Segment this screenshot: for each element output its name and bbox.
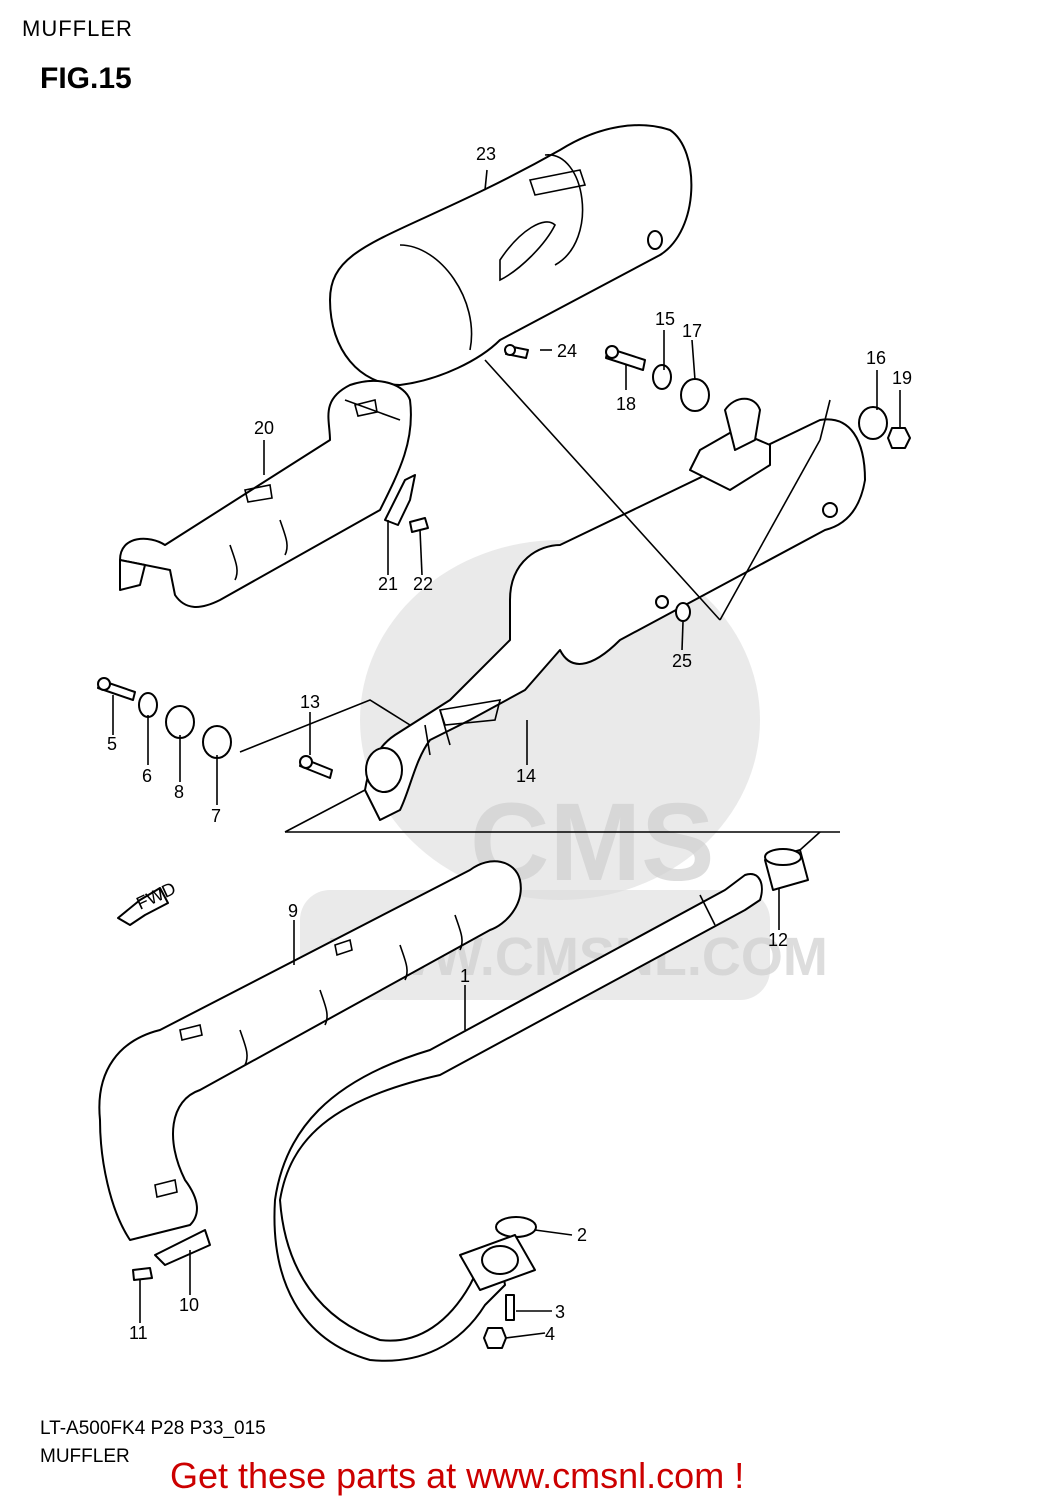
promo-link[interactable]: Get these parts at www.cmsnl.com ! — [170, 1455, 745, 1496]
callout-24: 24 — [557, 341, 577, 361]
callout-11: 11 — [129, 1323, 148, 1343]
callout-20: 20 — [254, 418, 274, 438]
callout-16: 16 — [866, 348, 886, 368]
part-21-bracket[interactable] — [384, 474, 416, 526]
callout-14: 14 — [516, 766, 536, 786]
callout-9: 9 — [288, 901, 298, 921]
part-16-collar[interactable] — [858, 406, 888, 440]
part-23-canister[interactable] — [329, 124, 693, 386]
callout-25: 25 — [672, 651, 692, 671]
part-4-nut[interactable] — [483, 1327, 507, 1349]
figure-label: FIG.15 — [40, 62, 132, 95]
callout-17: 17 — [682, 321, 702, 341]
forward-arrow-icon: FWD — [117, 878, 179, 926]
callout-2: 2 — [577, 1225, 587, 1245]
callout-7: 7 — [211, 806, 221, 826]
callout-10: 10 — [179, 1295, 199, 1315]
callout-13: 13 — [300, 692, 320, 712]
diagram-name: MUFFLER — [40, 1446, 130, 1467]
callout-22: 22 — [413, 574, 433, 594]
callout-19: 19 — [892, 368, 912, 388]
callout-numbers: 23 24 15 17 18 16 19 20 21 22 25 5 6 8 7… — [107, 144, 912, 1344]
callout-21: 21 — [378, 574, 398, 594]
part-13-bolt[interactable] — [299, 755, 333, 779]
part-3-stud[interactable] — [505, 1294, 515, 1321]
callout-1: 1 — [460, 966, 470, 986]
callout-5: 5 — [107, 734, 117, 754]
part-19-nut[interactable] — [887, 427, 911, 449]
part-14-muffler[interactable] — [364, 397, 866, 821]
callout-4: 4 — [545, 1324, 555, 1344]
callout-12: 12 — [768, 930, 788, 950]
part-10-clamp[interactable] — [154, 1229, 211, 1266]
part-6-washer[interactable] — [138, 692, 158, 718]
part-24-bolt[interactable] — [504, 344, 529, 359]
part-8-grommet[interactable] — [165, 705, 195, 739]
section-title: MUFFLER — [22, 16, 133, 41]
part-18-bolt[interactable] — [605, 345, 646, 371]
part-20-heat-shield[interactable] — [119, 380, 412, 608]
part-7-collar[interactable] — [202, 725, 232, 759]
callout-6: 6 — [142, 766, 152, 786]
callout-15: 15 — [655, 309, 675, 329]
callout-23: 23 — [476, 144, 496, 164]
leader-lines — [112, 169, 901, 1339]
callout-3: 3 — [555, 1302, 565, 1322]
part-15-washer[interactable] — [652, 364, 672, 390]
part-25-washer[interactable] — [675, 602, 691, 622]
part-12-gasket[interactable] — [764, 848, 809, 891]
part-22-bolt[interactable] — [409, 517, 429, 533]
diagram-code: LT-A500FK4 P28 P33_015 — [40, 1418, 266, 1439]
exhaust-flange — [459, 1234, 536, 1291]
part-2-gasket[interactable] — [495, 1216, 537, 1238]
part-9-pipe-cover[interactable] — [98, 860, 522, 1241]
part-17-grommet[interactable] — [680, 378, 710, 412]
assembly-lines — [239, 359, 840, 851]
callout-8: 8 — [174, 782, 184, 802]
part-11-bolt[interactable] — [132, 1267, 153, 1281]
part-5-bolt[interactable] — [97, 677, 136, 701]
part-1-exhaust-pipe[interactable] — [273, 873, 763, 1362]
callout-18: 18 — [616, 394, 636, 414]
